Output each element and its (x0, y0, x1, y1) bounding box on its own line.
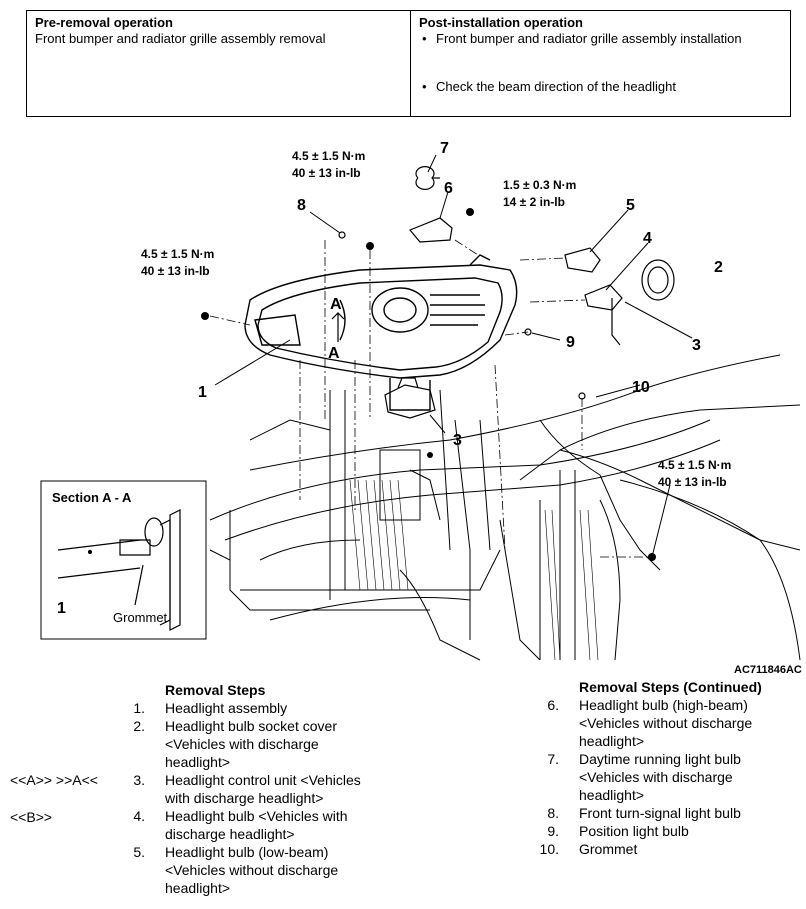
removal-step: 5. Headlight bulb (low-beam) <Vehicles w… (133, 844, 339, 896)
figure-code: AC711846AC (734, 664, 802, 676)
service-tag-b: <<B>> (10, 809, 53, 825)
callout-9: 9 (566, 334, 575, 351)
callout-6: 6 (444, 180, 453, 197)
post-installation-item: Check the beam direction of the headligh… (419, 79, 782, 95)
grille-hatching (349, 479, 599, 661)
post-installation-heading: Post-installation operation (419, 15, 583, 30)
removal-step: 9. Position light bulb (547, 823, 689, 839)
callout-2: 2 (714, 259, 723, 276)
torque-value: 1.5 ± 0.3 N·m (503, 178, 576, 192)
removal-steps-title: Removal Steps (165, 682, 266, 698)
torque-value: 14 ± 2 in-lb (503, 195, 565, 209)
headlight-assembly (244, 254, 518, 411)
removal-step: 1. Headlight assembly (133, 700, 288, 716)
callout-3: 3 (692, 337, 701, 354)
bulb-parts (338, 166, 675, 400)
removal-step: 6. Headlight bulb (high-beam) <Vehicles … (547, 697, 753, 749)
callout-1: 1 (198, 384, 207, 401)
removal-step: 3. Headlight control unit <Vehicles with… (133, 772, 361, 806)
removal-step: 8. Front turn-signal light bulb (547, 805, 741, 821)
operations-table: Pre-removal operation Front bumper and r… (26, 10, 791, 117)
removal-step: 10. Grommet (539, 841, 638, 857)
post-installation-cell: Post-installation operation Front bumper… (411, 11, 790, 116)
grommet-label: Grommet (113, 610, 168, 625)
pre-removal-cell: Pre-removal operation Front bumper and r… (27, 11, 411, 116)
removal-step: 4. Headlight bulb <Vehicles with dischar… (133, 808, 348, 842)
callout-8: 8 (297, 197, 306, 214)
callout-3-unit: 3 (453, 432, 462, 449)
section-title: Section A - A (52, 490, 132, 505)
torque-value: 4.5 ± 1.5 N·m (292, 149, 365, 163)
headlight-exploded-diagram: 4.5 ± 1.5 N·m 40 ± 13 in-lb 4.5 ± 1.5 N·… (40, 140, 802, 676)
callout-numbers: 1 2 3 3 4 5 6 7 8 9 10 (198, 140, 723, 449)
section-part-number: 1 (57, 600, 66, 617)
removal-steps: Removal Steps 1. Headlight assembly 2. H… (131, 681, 411, 897)
callout-10: 10 (632, 379, 650, 396)
removal-steps-continued-title: Removal Steps (Continued) (579, 679, 762, 695)
torque-value: 4.5 ± 1.5 N·m (141, 247, 214, 261)
removal-step: 2. Headlight bulb socket cover <Vehicles… (133, 718, 337, 770)
leader-lines (214, 154, 693, 558)
callout-7: 7 (440, 140, 449, 157)
vehicle-body-linework (209, 354, 801, 661)
callout-4: 4 (643, 230, 652, 247)
section-marker-bottom: A (328, 345, 340, 362)
service-tag-a: <<A>> >>A<< (10, 772, 98, 788)
pre-removal-text: Front bumper and radiator grille assembl… (35, 31, 326, 46)
bolt-icon (427, 452, 433, 458)
pre-removal-heading: Pre-removal operation (35, 15, 173, 30)
post-installation-list: Front bumper and radiator grille assembl… (419, 31, 782, 95)
bolt-icon (366, 242, 374, 250)
section-inset: Section A - A 1 Grommet (40, 480, 207, 640)
torque-value: 40 ± 13 in-lb (658, 475, 727, 489)
post-installation-item: Front bumper and radiator grille assembl… (419, 31, 782, 47)
section-markers: A A (328, 296, 345, 362)
torque-labels: 4.5 ± 1.5 N·m 40 ± 13 in-lb 4.5 ± 1.5 N·… (141, 149, 731, 489)
callout-5: 5 (626, 197, 635, 214)
alignment-lines (209, 239, 652, 558)
torque-value: 40 ± 13 in-lb (292, 166, 361, 180)
control-unit (384, 377, 436, 419)
removal-steps-continued: Removal Steps (Continued) 6. Headlight b… (539, 678, 795, 858)
torque-value: 4.5 ± 1.5 N·m (658, 458, 731, 472)
bolt-icon (201, 312, 209, 320)
removal-step: 7. Daytime running light bulb <Vehicles … (547, 751, 741, 803)
section-marker-top: A (330, 296, 342, 313)
torque-value: 40 ± 13 in-lb (141, 264, 210, 278)
bolts (201, 208, 656, 561)
bolt-icon (466, 208, 474, 216)
